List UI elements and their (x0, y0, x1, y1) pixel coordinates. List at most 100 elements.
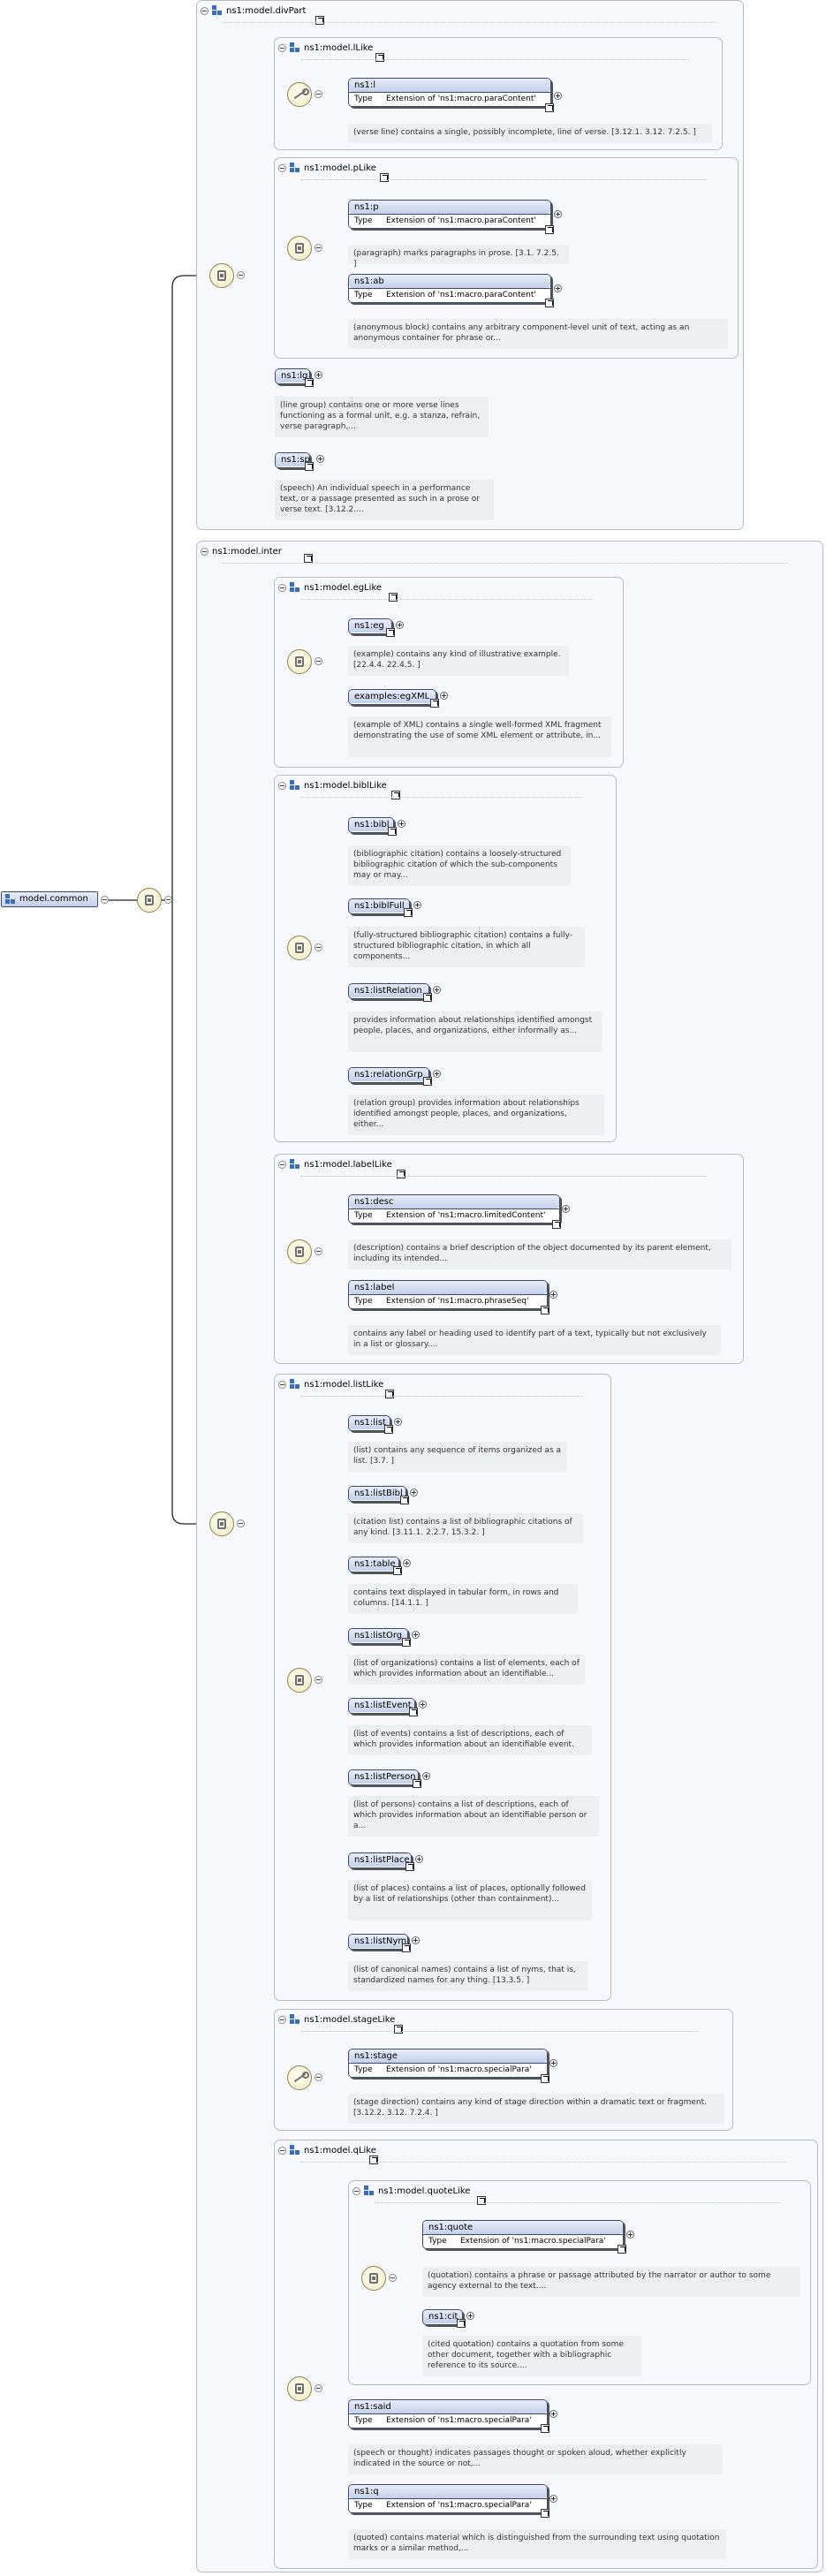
expand-toggle[interactable] (412, 1631, 420, 1639)
element-relationGrp[interactable]: ns1:relationGrp (348, 1067, 429, 1083)
link-icon[interactable] (541, 2424, 549, 2433)
collapse-toggle[interactable] (314, 2384, 322, 2392)
link-icon[interactable] (388, 827, 397, 836)
link-icon[interactable] (394, 2025, 403, 2034)
collapse-toggle[interactable] (237, 1519, 245, 1527)
expand-toggle[interactable] (398, 820, 405, 828)
link-icon[interactable] (457, 2319, 466, 2328)
expand-toggle[interactable] (314, 371, 322, 379)
link-icon[interactable] (305, 462, 314, 471)
expand-toggle[interactable] (554, 284, 562, 292)
link-icon[interactable] (477, 2196, 486, 2205)
collapse-toggle[interactable] (278, 43, 286, 52)
expand-toggle[interactable] (316, 455, 324, 463)
link-icon[interactable] (413, 1779, 421, 1788)
collapse-toggle[interactable] (201, 547, 208, 556)
link-icon[interactable] (380, 173, 389, 182)
link-icon[interactable] (389, 593, 398, 602)
collapse-toggle[interactable] (352, 2186, 360, 2195)
link-icon[interactable] (391, 791, 400, 799)
element-table[interactable]: ns1:table (348, 1557, 399, 1572)
element-list[interactable]: ns1:list (348, 1415, 390, 1431)
link-icon[interactable] (402, 1638, 411, 1647)
expand-toggle[interactable] (554, 210, 562, 218)
link-icon[interactable] (409, 1708, 418, 1716)
expand-toggle[interactable] (419, 1701, 427, 1708)
link-icon[interactable] (375, 53, 384, 62)
element-listNym[interactable]: ns1:listNym (348, 1934, 408, 1950)
link-icon[interactable] (369, 2156, 378, 2164)
collapse-toggle[interactable] (314, 943, 322, 951)
element-sp[interactable]: ns1:sp (275, 452, 310, 468)
collapse-toggle[interactable] (237, 271, 245, 279)
link-icon[interactable] (618, 2245, 626, 2254)
expand-toggle[interactable] (466, 2312, 474, 2320)
collapse-toggle[interactable] (278, 583, 286, 592)
expand-toggle[interactable] (554, 92, 562, 100)
link-icon[interactable] (385, 1390, 394, 1398)
link-icon[interactable] (304, 554, 313, 563)
collapse-toggle[interactable] (314, 244, 322, 252)
collapse-toggle[interactable] (314, 657, 322, 665)
link-icon[interactable] (541, 1306, 549, 1315)
expand-toggle[interactable] (549, 2059, 557, 2067)
link-icon[interactable] (545, 225, 554, 234)
element-listRelation[interactable]: ns1:listRelation (348, 983, 429, 999)
collapse-toggle[interactable] (101, 896, 109, 904)
link-icon[interactable] (315, 16, 324, 25)
element-biblFull[interactable]: ns1:biblFull (348, 898, 410, 914)
expand-toggle[interactable] (549, 2410, 557, 2418)
collapse-toggle[interactable] (314, 1676, 322, 1684)
link-icon[interactable] (400, 1496, 409, 1504)
expand-toggle[interactable] (394, 1418, 402, 1426)
expand-toggle[interactable] (422, 1772, 430, 1780)
expand-toggle[interactable] (549, 2495, 557, 2503)
expand-toggle[interactable] (562, 1205, 570, 1213)
element-listOrg[interactable]: ns1:listOrg (348, 1628, 408, 1644)
element-listPlace[interactable]: ns1:listPlace (348, 1852, 412, 1868)
element-lg[interactable]: ns1:lg (275, 368, 310, 384)
link-icon[interactable] (384, 1425, 393, 1434)
expand-toggle[interactable] (626, 2231, 634, 2239)
element-cit[interactable]: ns1:cit (422, 2309, 463, 2325)
root-element[interactable]: model.common (1, 891, 98, 907)
expand-toggle[interactable] (403, 1559, 411, 1567)
collapse-toggle[interactable] (389, 2274, 397, 2282)
expand-toggle[interactable] (413, 901, 421, 909)
expand-toggle[interactable] (415, 1855, 423, 1863)
collapse-toggle[interactable] (278, 2015, 286, 2024)
expand-toggle[interactable] (410, 1489, 418, 1496)
collapse-toggle[interactable] (201, 6, 208, 15)
link-icon[interactable] (423, 1077, 432, 1086)
collapse-toggle[interactable] (278, 781, 286, 790)
expand-toggle[interactable] (433, 1070, 441, 1078)
collapse-toggle[interactable] (314, 1247, 322, 1255)
collapse-toggle[interactable] (314, 90, 322, 98)
expand-toggle[interactable] (412, 1936, 420, 1944)
collapse-toggle[interactable] (278, 1380, 286, 1389)
link-icon[interactable] (402, 1943, 411, 1952)
link-icon[interactable] (386, 628, 395, 637)
link-icon[interactable] (541, 2509, 549, 2518)
collapse-toggle[interactable] (278, 2146, 286, 2155)
expand-toggle[interactable] (396, 621, 404, 629)
link-icon[interactable] (541, 2074, 549, 2083)
link-icon[interactable] (305, 378, 314, 387)
link-icon[interactable] (393, 1566, 402, 1575)
link-icon[interactable] (545, 299, 554, 307)
link-icon[interactable] (423, 993, 432, 1002)
element-listBibl[interactable]: ns1:listBibl (348, 1486, 406, 1502)
link-icon[interactable] (397, 1170, 405, 1178)
link-icon[interactable] (545, 103, 554, 112)
collapse-toggle[interactable] (278, 163, 286, 172)
element-egXML[interactable]: examples:egXML (348, 689, 436, 705)
